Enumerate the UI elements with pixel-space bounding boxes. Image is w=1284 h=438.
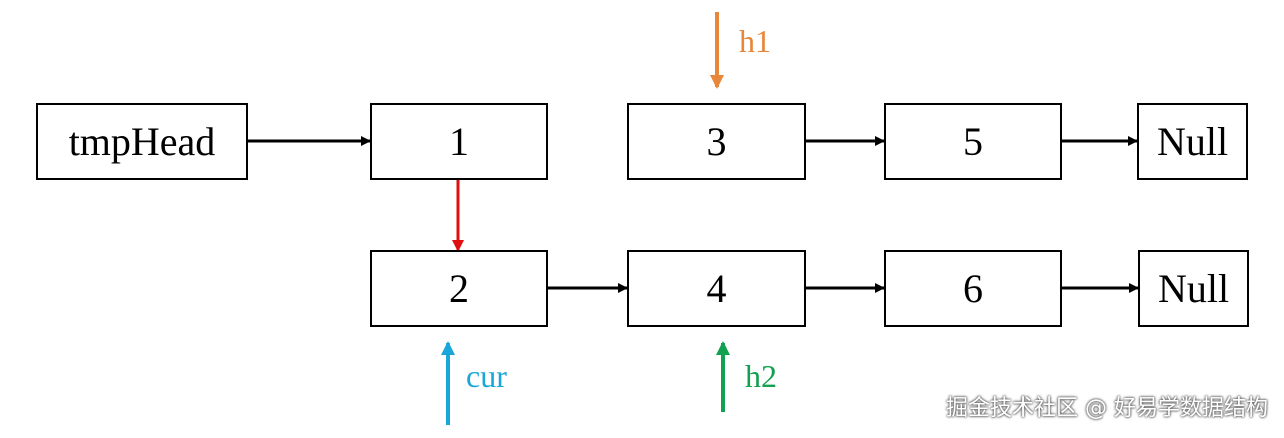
node-6: 6 bbox=[884, 250, 1062, 327]
watermark: 掘金技术社区 @ 好易学数据结构 bbox=[946, 396, 1268, 421]
node-null-bottom: Null bbox=[1138, 250, 1249, 327]
node-1: 1 bbox=[370, 103, 548, 180]
pointer-cur-label: cur bbox=[466, 358, 507, 394]
node-3: 3 bbox=[627, 103, 806, 180]
pointer-h2-label: h2 bbox=[745, 358, 777, 394]
pointer-h1-label: h1 bbox=[739, 23, 771, 59]
node-null-top: Null bbox=[1137, 103, 1248, 180]
node-4: 4 bbox=[627, 250, 806, 327]
node-5: 5 bbox=[884, 103, 1062, 180]
node-2: 2 bbox=[370, 250, 548, 327]
node-tmphead: tmpHead bbox=[36, 103, 248, 180]
